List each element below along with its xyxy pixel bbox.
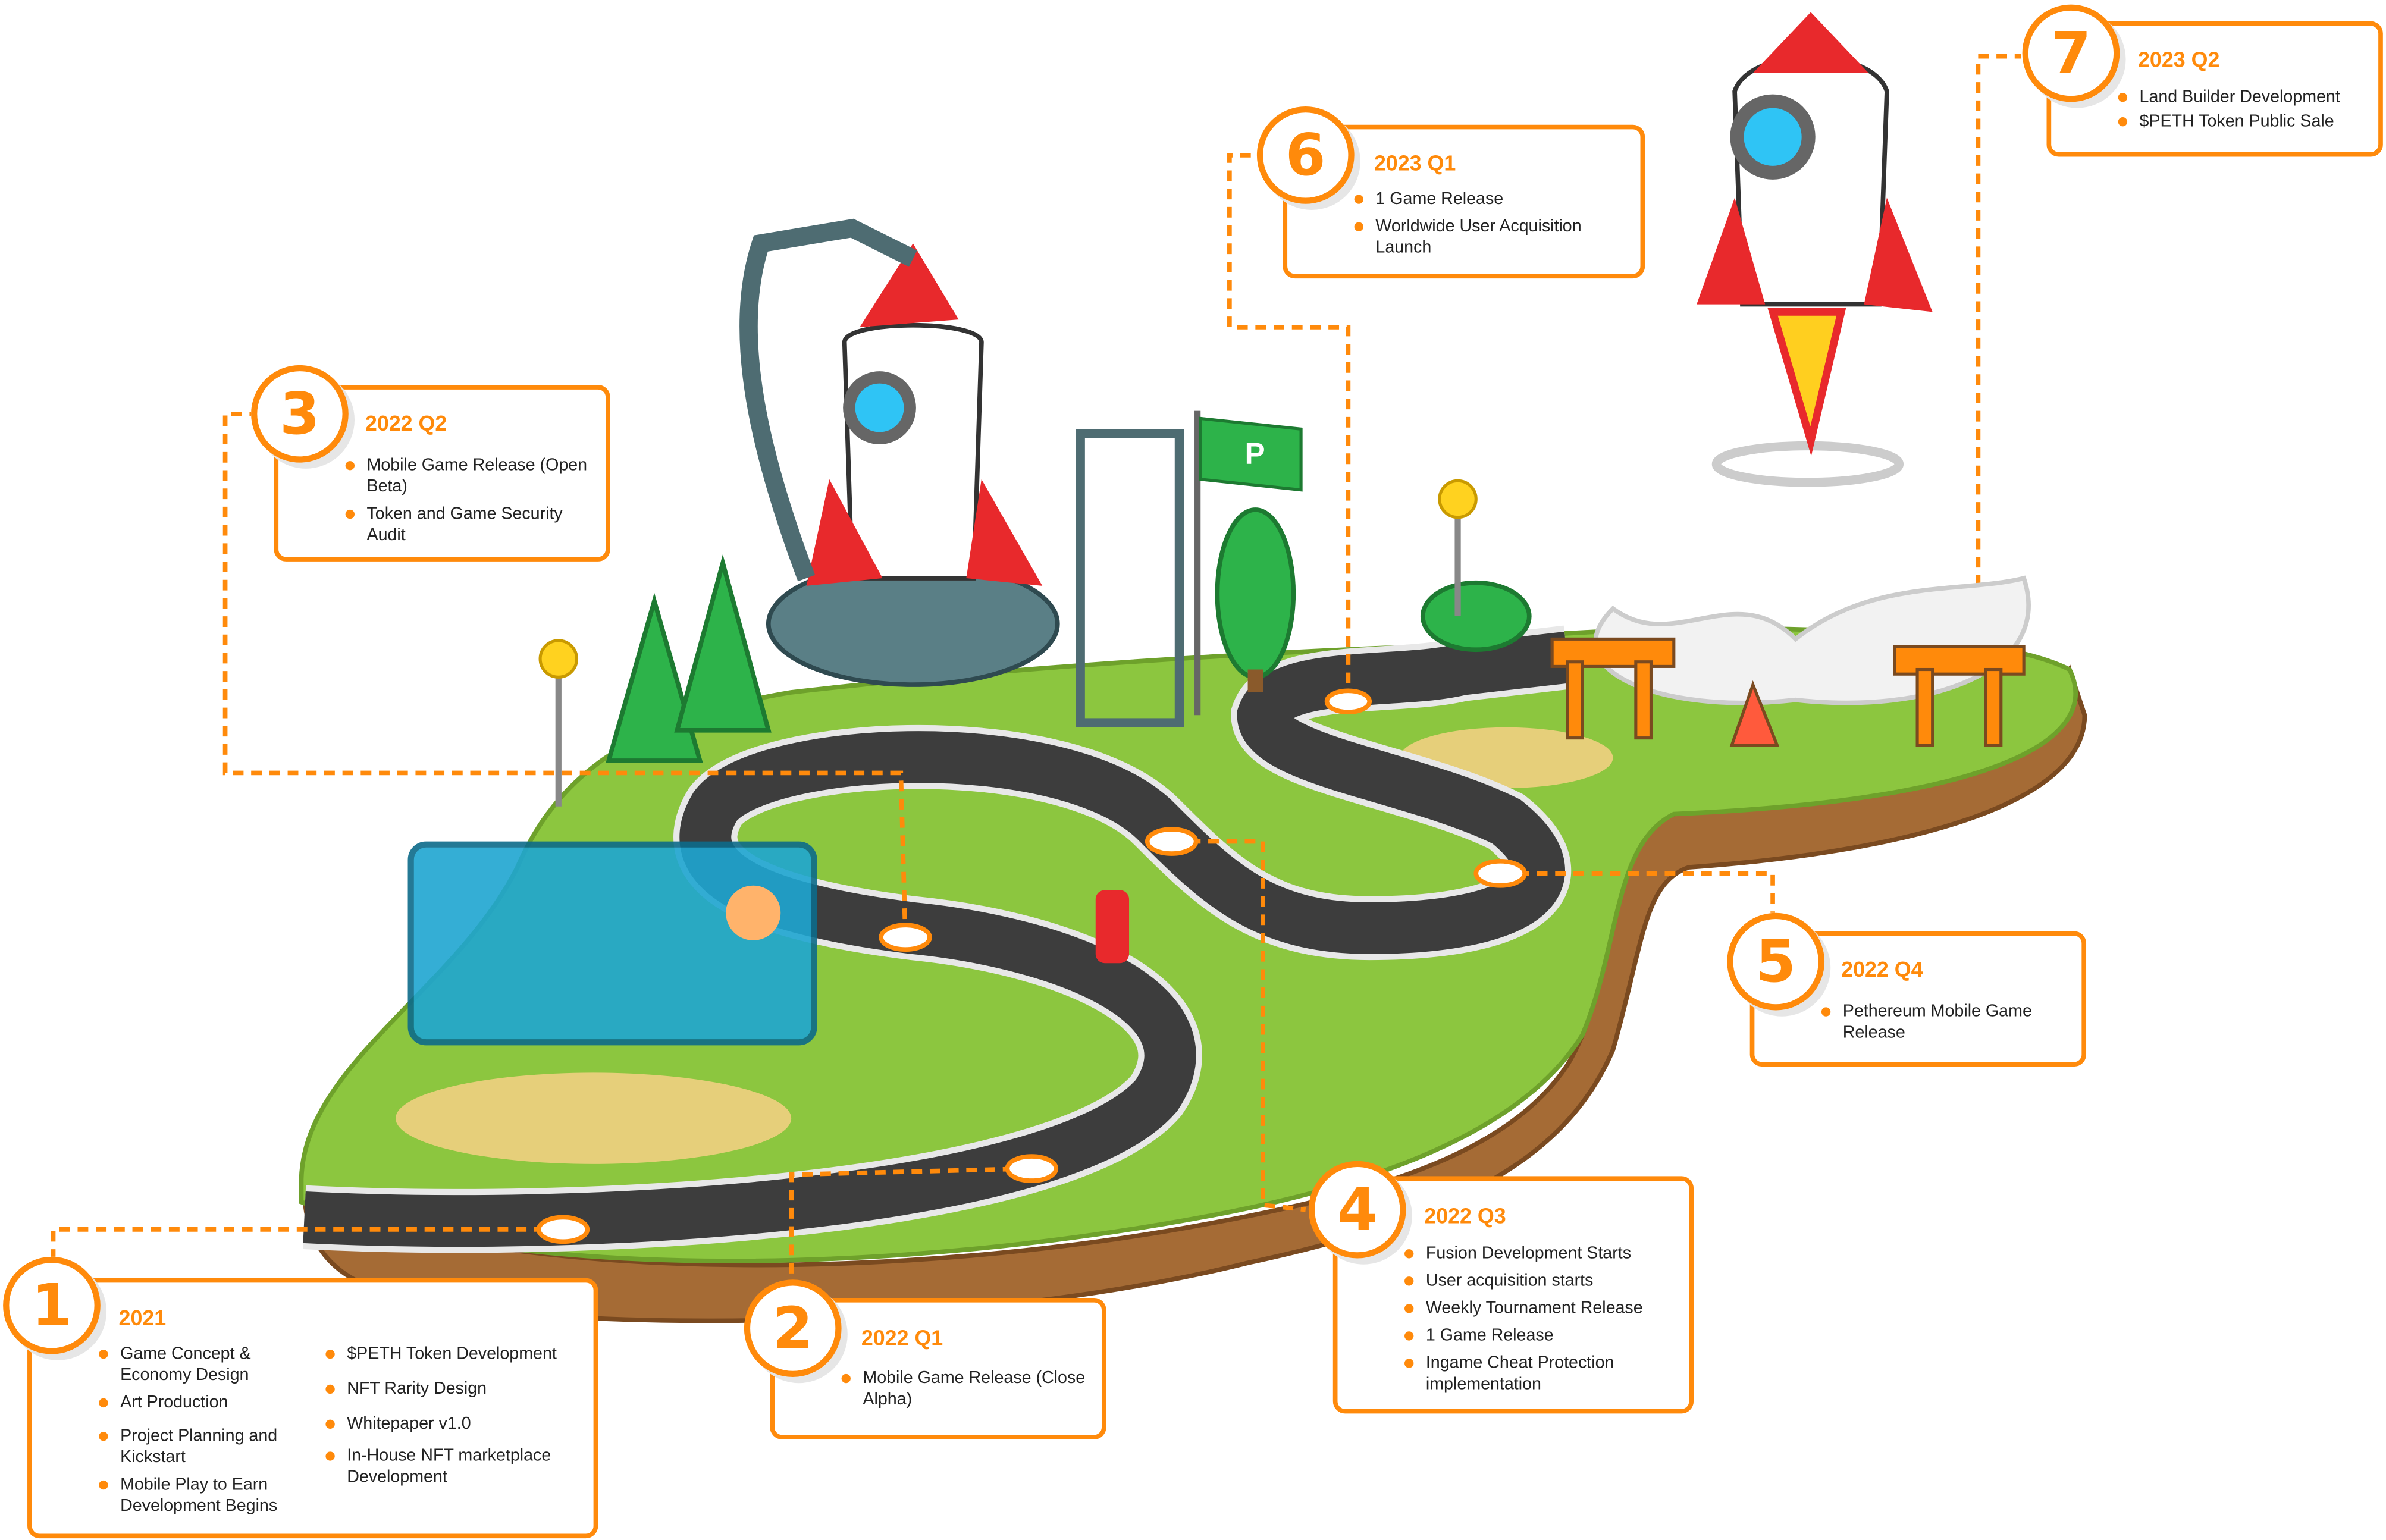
connector-3 [222,411,908,937]
milestone-7-badge: 7 [2022,4,2120,102]
list-item: Pethereum Mobile Game Release [1821,1001,2080,1044]
milestone-3-list: Mobile Game Release (Open Beta) Token an… [345,455,604,553]
barriers [1550,637,2026,747]
list-item: $PETH Token Development [325,1344,592,1365]
flying-rocket [1593,12,2031,705]
list-item: Ingame Cheat Protection implementation [1404,1353,1686,1395]
milestone-title: 2022 Q4 [1841,956,1923,981]
list-item: Fusion Development Starts [1404,1243,1686,1265]
list-item: Game Concept & Economy Design [99,1344,312,1387]
marker-3 [879,923,932,952]
milestone-3-badge: 3 [251,365,349,463]
list-item: Project Planning and Kickstart [99,1426,312,1469]
list-item: Mobile Game Release (Close Alpha) [841,1368,1100,1411]
milestone-2-list: Mobile Game Release (Close Alpha) [841,1368,1100,1417]
list-item: NFT Rarity Design [325,1379,592,1400]
hologram-screen [407,841,817,1046]
milestone-1-list-col1: Game Concept & Economy Design Art Produc… [99,1344,312,1523]
fire-hydrant [1095,890,1130,964]
marker-4 [1145,827,1199,856]
list-item: Art Production [99,1392,312,1414]
connector-4 [1171,839,1306,1212]
milestone-title: 2022 Q1 [861,1325,943,1350]
list-item: Weekly Tournament Release [1404,1298,1686,1319]
milestone-2-badge: 2 [744,1279,842,1377]
milestone-6-list: 1 Game Release Worldwide User Acquisitio… [1354,189,1636,265]
milestone-6-badge: 6 [1256,106,1355,204]
connector-1 [51,1227,563,1257]
milestone-3-card: 2022 Q2 Mobile Game Release (Open Beta) … [274,385,610,562]
milestone-1-badge: 1 [3,1256,101,1354]
flag-logo: P [1244,437,1265,471]
milestone-4-badge: 4 [1308,1161,1406,1259]
milestone-1-card: 2021 Game Concept & Economy Design Art P… [27,1278,598,1539]
connector-5 [1500,871,1775,913]
milestone-title: 2021 [118,1305,167,1330]
list-item: Mobile Play to Earn Development Begins [99,1475,312,1517]
list-item: User acquisition starts [1404,1271,1686,1292]
list-item: Land Builder Development [2118,87,2385,108]
lamps [538,479,1478,807]
milestone-title: 2022 Q2 [365,410,447,435]
milestone-4-card: 2022 Q3 Fusion Development Starts User a… [1332,1176,1694,1414]
list-item: Worldwide User Acquisition Launch [1354,216,1636,259]
milestone-title: 2022 Q3 [1424,1203,1506,1228]
trees [606,507,1532,763]
road [303,631,1570,1247]
milestone-6-card: 2023 Q1 1 Game Release Worldwide User Ac… [1283,124,1645,279]
list-item: 1 Game Release [1354,189,1636,210]
list-item: 1 Game Release [1404,1325,1686,1347]
milestone-4-list: Fusion Development Starts User acquisiti… [1404,1243,1686,1401]
milestone-1-list-col2: $PETH Token Development NFT Rarity Desig… [325,1344,592,1494]
list-item: Mobile Game Release (Open Beta) [345,455,604,498]
connector-2 [789,1166,1032,1278]
milestone-5-badge: 5 [1727,912,1825,1011]
connector-7 [1976,54,2021,586]
marker-1 [536,1215,590,1244]
milestone-5-list: Pethereum Mobile Game Release [1821,1001,2080,1050]
marker-2 [1005,1154,1059,1183]
launchpad-rocket: P [739,218,1303,727]
marker-5 [1473,858,1527,888]
list-item: Token and Game Security Audit [345,504,604,547]
milestone-7-list: Land Builder Development $PETH Token Pub… [2118,87,2385,139]
milestone-title: 2023 Q1 [1374,150,1456,175]
milestone-title: 2023 Q2 [2137,47,2220,72]
list-item: Whitepaper v1.0 [325,1413,592,1435]
list-item: $PETH Token Public Sale [2118,111,2385,133]
marker-6 [1324,688,1372,714]
list-item: In-House NFT marketplace Development [325,1445,592,1488]
